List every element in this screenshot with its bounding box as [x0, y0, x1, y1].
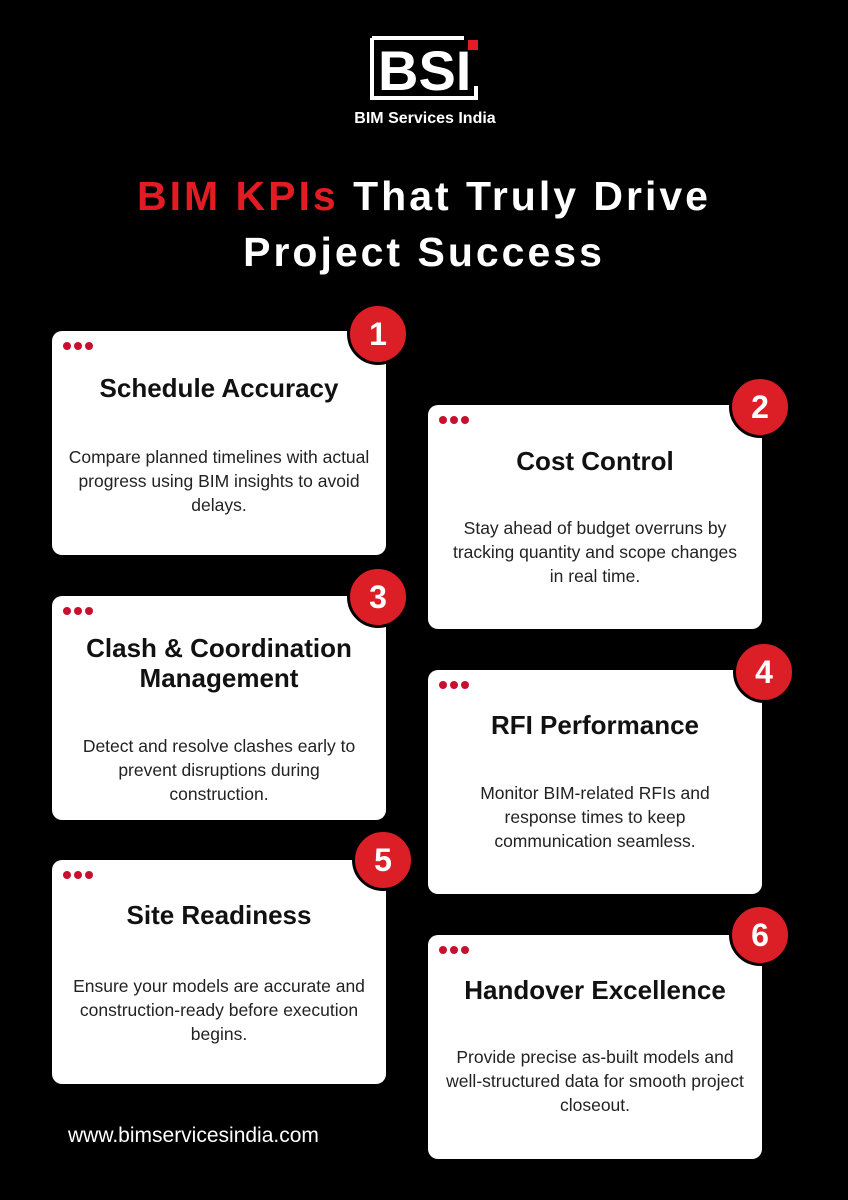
kpi-title: Schedule Accuracy: [99, 373, 339, 403]
brand-name: BIM Services India: [354, 110, 496, 127]
kpi-description: Ensure your models are accurate and cons…: [73, 976, 365, 1044]
kpi-card-handover-excellence: Handover Excellence Provide precise as-b…: [428, 935, 762, 1159]
kpi-card-rfi-performance: RFI Performance Monitor BIM-related RFIs…: [428, 670, 762, 894]
kpi-title: Clash & Coordination Management: [86, 633, 352, 693]
kpi-description: Detect and resolve clashes early to prev…: [82, 736, 356, 804]
window-dots-icon: [63, 342, 93, 350]
kpi-card-site-readiness: Site Readiness Ensure your models are ac…: [52, 860, 386, 1084]
kpi-number-badge: 6: [729, 904, 791, 966]
kpi-description: Monitor BIM-related RFIs and response ti…: [480, 783, 710, 851]
title-accent: BIM KPIs: [137, 173, 339, 219]
kpi-number-badge: 2: [729, 376, 791, 438]
kpi-number-badge: 1: [347, 303, 409, 365]
brand-logo: BSI BIM Services India: [340, 30, 510, 130]
kpi-number-badge: 4: [733, 641, 795, 703]
kpi-card-schedule-accuracy: Schedule Accuracy Compare planned timeli…: [52, 331, 386, 555]
kpi-description: Provide precise as-built models and well…: [446, 1047, 744, 1115]
kpi-card-cost-control: Cost Control Stay ahead of budget overru…: [428, 405, 762, 629]
bsi-logo-icon: BSI: [370, 36, 478, 102]
window-dots-icon: [439, 416, 469, 424]
kpi-card-clash-coordination: Clash & Coordination Management Detect a…: [52, 596, 386, 820]
window-dots-icon: [439, 681, 469, 689]
window-dots-icon: [63, 871, 93, 879]
title-line2: Project Success: [243, 229, 605, 275]
logo-mark-text: BSI: [378, 39, 471, 102]
kpi-number-badge: 5: [352, 829, 414, 891]
page-title: BIM KPIs That Truly Drive Project Succes…: [0, 168, 848, 280]
kpi-title: Site Readiness: [126, 900, 312, 930]
title-line1: That Truly Drive: [338, 173, 711, 219]
kpi-title: Handover Excellence: [464, 975, 726, 1005]
kpi-title: RFI Performance: [490, 710, 700, 740]
kpi-title: Cost Control: [516, 446, 674, 476]
website-link[interactable]: www.bimservicesindia.com: [68, 1124, 319, 1147]
kpi-number-badge: 3: [347, 566, 409, 628]
kpi-description: Stay ahead of budget overruns by trackin…: [452, 518, 738, 586]
window-dots-icon: [63, 607, 93, 615]
window-dots-icon: [439, 946, 469, 954]
kpi-description: Compare planned timelines with actual pr…: [68, 447, 370, 515]
